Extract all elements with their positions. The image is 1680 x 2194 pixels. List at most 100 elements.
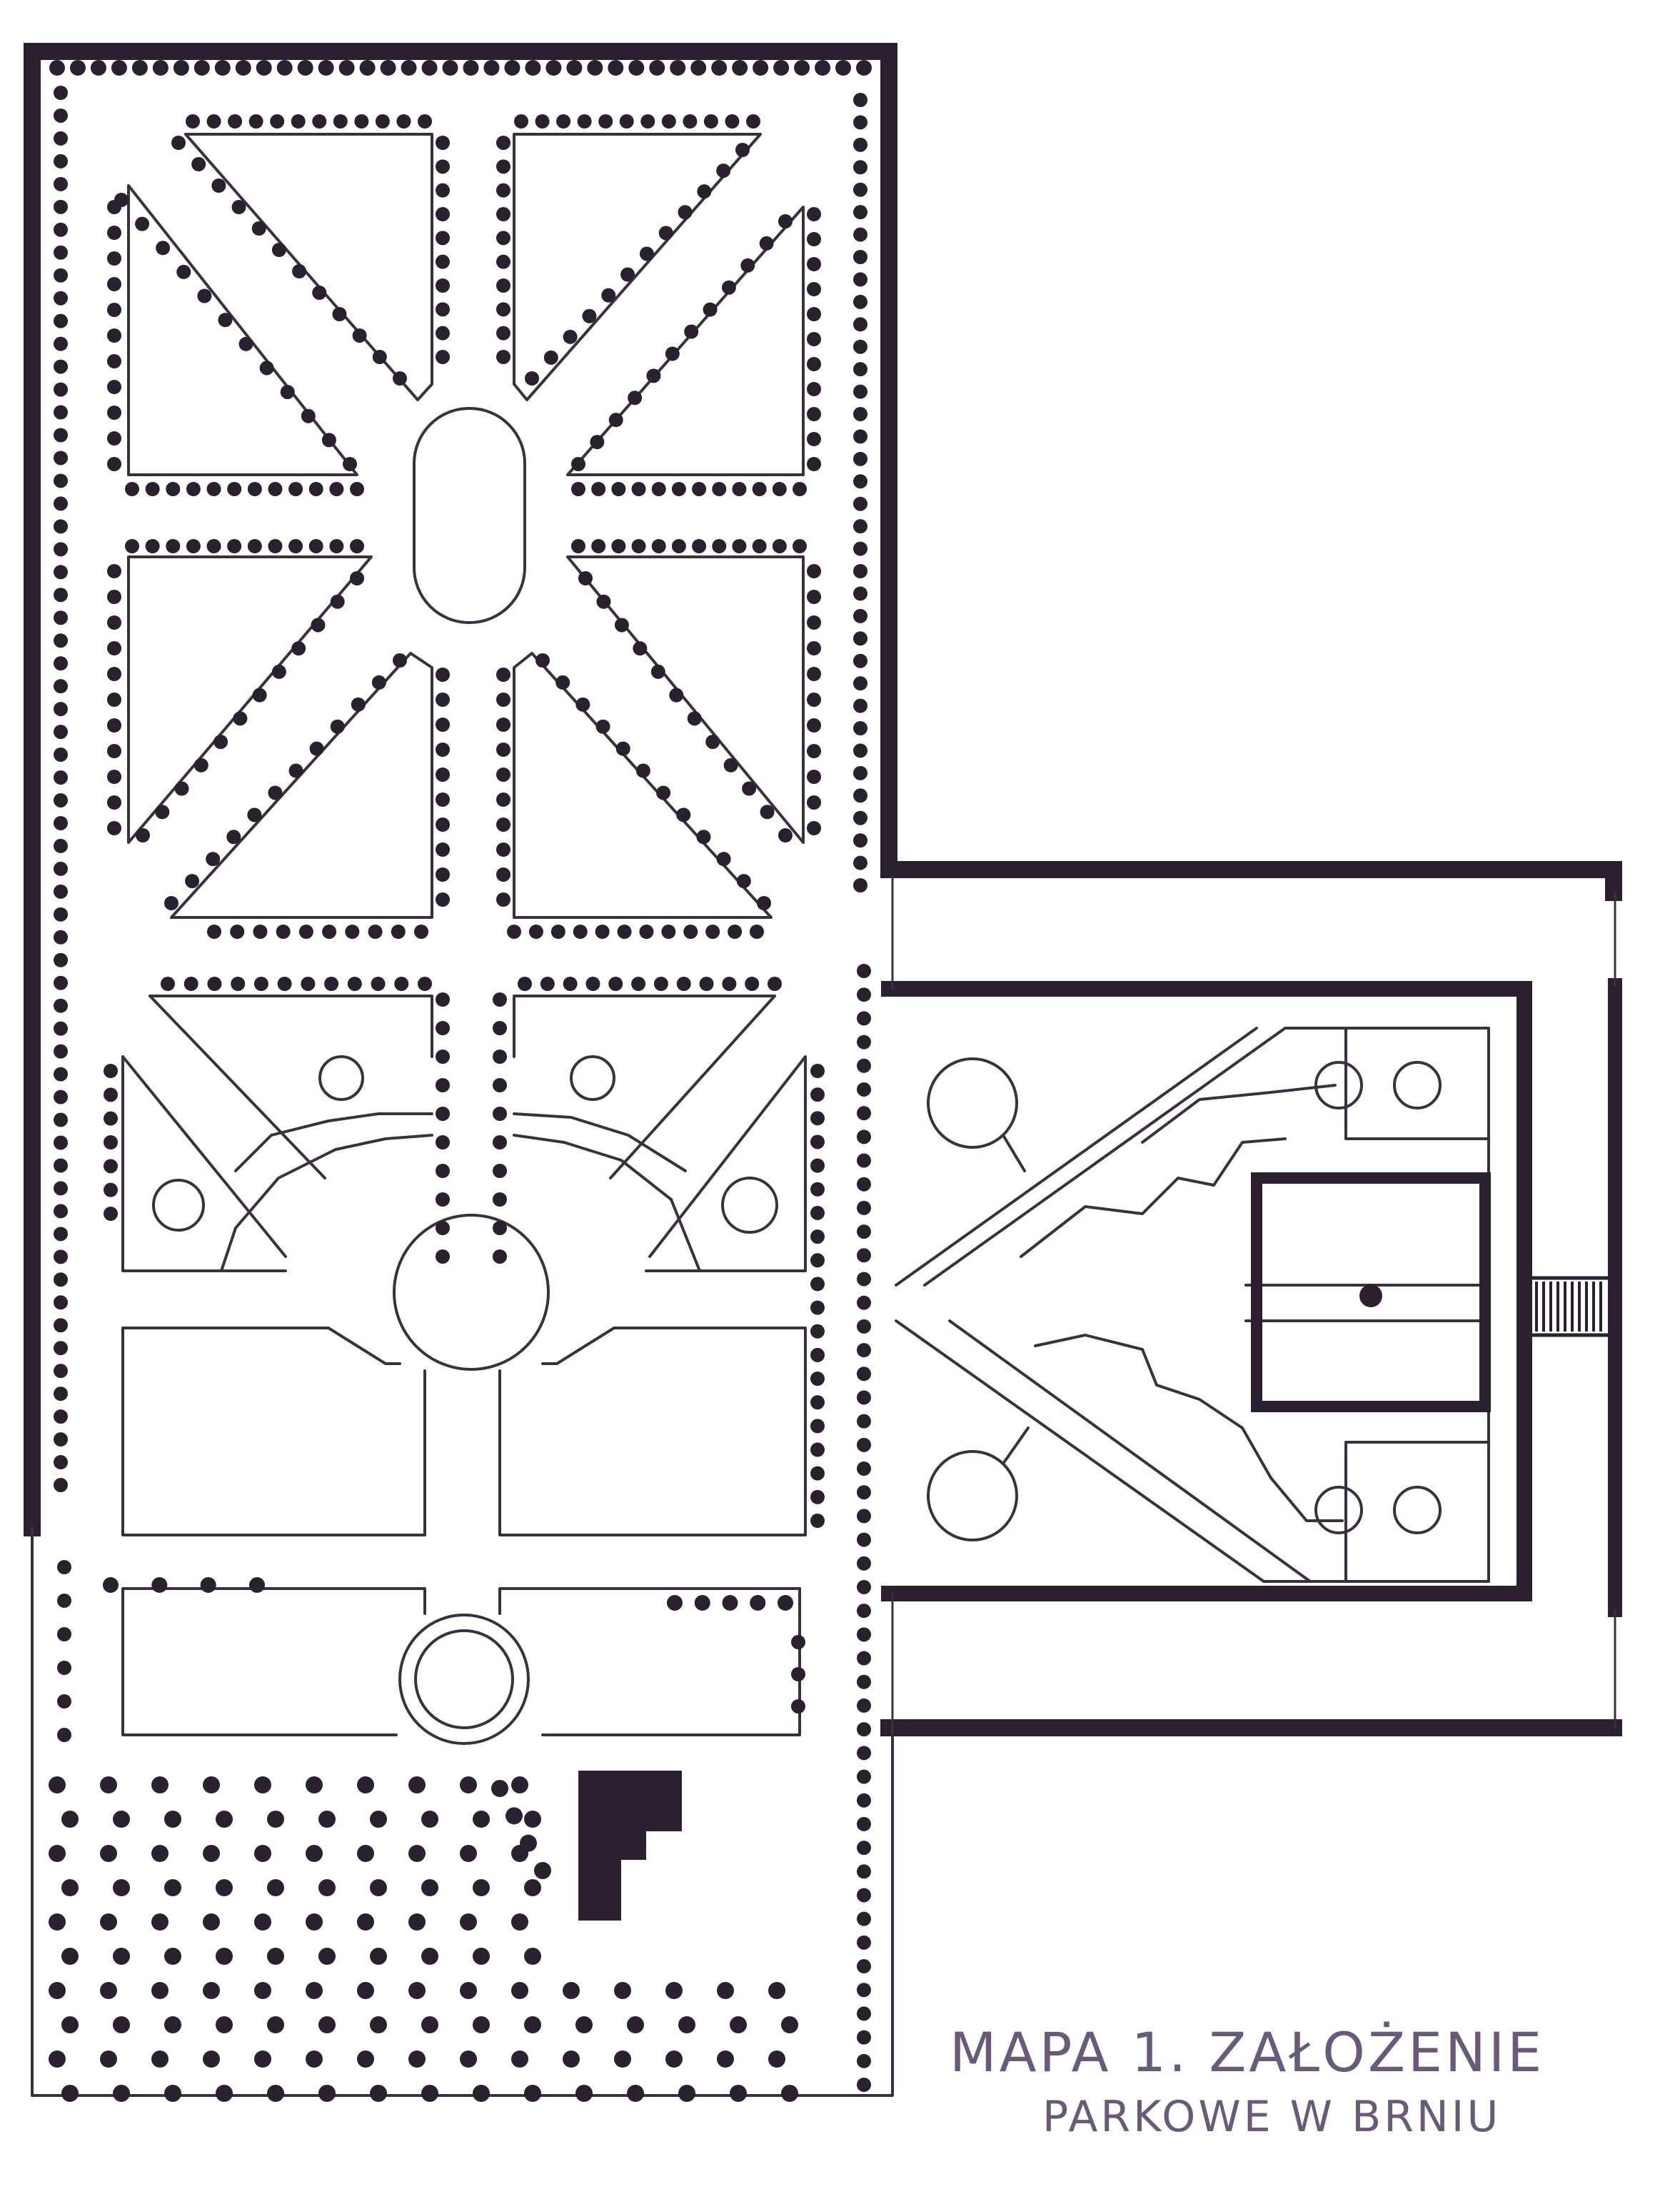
- grove-tree: [113, 1948, 130, 1965]
- map-caption-title: MAPA 1. ZAŁOŻENIE: [950, 2021, 1545, 2084]
- perimeter-tree: [54, 451, 68, 466]
- upper-bed-sw-bottom: [170, 652, 433, 919]
- hedge-tree: [807, 232, 821, 246]
- hedge-tree: [312, 286, 327, 300]
- perimeter-tree: [54, 336, 68, 351]
- hedge-tree: [496, 302, 510, 317]
- hedge-tree: [107, 641, 121, 655]
- perimeter-tree: [853, 294, 867, 309]
- grove-tree: [524, 1948, 541, 1965]
- grove-tree: [203, 2050, 220, 2068]
- hedge-tree: [322, 925, 337, 939]
- hedge-tree: [436, 1221, 450, 1235]
- perimeter-tree: [54, 975, 68, 990]
- perimeter-tree: [857, 1035, 871, 1050]
- east-pavilion: [1251, 1172, 1491, 1412]
- perimeter-tree: [54, 519, 68, 534]
- hedge-tree: [617, 925, 632, 939]
- grove-tree: [254, 1913, 271, 1931]
- grove-tree: [511, 1913, 528, 1931]
- perimeter-tree: [545, 60, 562, 76]
- hedge-tree: [375, 114, 390, 129]
- grove-tree: [408, 1982, 426, 1999]
- hedge-tree: [810, 1324, 825, 1339]
- perimeter-tree: [54, 679, 68, 694]
- grove-tree: [421, 1879, 438, 1896]
- hedge-tree: [651, 539, 666, 553]
- grove-tree: [665, 2050, 683, 2068]
- hedge-tree: [608, 413, 623, 428]
- hedge-tree: [496, 817, 510, 832]
- hedge-tree: [676, 977, 691, 991]
- hedge-tree: [436, 326, 450, 341]
- perimeter-tree: [857, 1319, 871, 1334]
- hedge-tree: [595, 925, 610, 939]
- hedge-tree: [661, 114, 676, 129]
- grove-tree: [254, 1776, 271, 1793]
- perimeter-tree: [54, 1204, 68, 1219]
- hedge-tree: [436, 1192, 450, 1207]
- hedge-tree: [807, 615, 821, 630]
- perimeter-tree: [193, 60, 210, 76]
- grove-tree: [511, 1776, 528, 1793]
- hedge-tree: [810, 1205, 825, 1220]
- hedge-tree: [247, 539, 262, 553]
- perimeter-tree: [54, 1135, 68, 1150]
- hedge-tree: [496, 743, 510, 757]
- hedge-tree: [807, 257, 821, 271]
- hedge-tree: [107, 821, 121, 835]
- hedge-tree: [807, 407, 821, 421]
- hedge-tree: [496, 693, 510, 707]
- hedge-tree: [247, 482, 262, 496]
- perimeter-tree: [857, 1769, 871, 1784]
- small-round-node: [721, 1177, 778, 1234]
- perimeter-tree: [857, 1911, 871, 1926]
- lower-round-plaza: [398, 1614, 530, 1745]
- hedge-tree: [810, 1158, 825, 1173]
- hedge-tree: [543, 350, 558, 365]
- hedge-tree: [496, 350, 510, 364]
- grove-tree: [306, 1982, 323, 1999]
- perimeter-tree: [54, 542, 68, 557]
- grove-tree: [473, 1811, 490, 1828]
- hedge-tree: [206, 482, 221, 496]
- hedge-tree: [601, 288, 616, 303]
- hedge-tree: [104, 1111, 118, 1126]
- hedge-tree: [750, 1595, 766, 1611]
- hedge-tree: [752, 482, 767, 496]
- hedge-tree: [211, 178, 226, 193]
- hedge-tree: [683, 114, 698, 129]
- hedge-tree: [742, 781, 757, 796]
- hedge-tree: [712, 539, 727, 553]
- hedge-tree: [436, 159, 450, 174]
- hedge-tree: [103, 1577, 119, 1593]
- hedge-tree: [535, 114, 550, 129]
- perimeter-tree: [857, 1011, 871, 1026]
- hedge-tree: [393, 653, 407, 668]
- grove-tree: [614, 1982, 631, 1999]
- grove-tree: [318, 1879, 336, 1896]
- hedge-tree: [292, 264, 307, 278]
- grove-tree: [563, 1982, 580, 1999]
- perimeter-tree: [57, 1661, 71, 1675]
- perimeter-tree: [857, 964, 871, 978]
- grove-tree: [306, 2050, 323, 2068]
- perimeter-tree: [628, 60, 645, 76]
- hedge-tree: [368, 925, 383, 939]
- perimeter-tree: [857, 1651, 871, 1666]
- perimeter-tree: [857, 1674, 871, 1689]
- hedge-tree: [507, 925, 521, 939]
- hedge-tree: [371, 977, 386, 991]
- lower-bed-edge: [121, 1587, 426, 1615]
- hedge-tree: [807, 744, 821, 758]
- perimeter-tree: [857, 1343, 871, 1358]
- hedge-tree: [611, 539, 626, 553]
- grove-tree: [563, 2050, 580, 2068]
- grove-tree: [473, 2016, 490, 2033]
- hedge-tree: [810, 1347, 825, 1362]
- hedge-tree: [312, 114, 327, 129]
- hedge-tree: [696, 830, 711, 845]
- grove-tree: [473, 2085, 490, 2102]
- hedge-tree: [807, 307, 821, 321]
- grove-tree: [267, 1811, 284, 1828]
